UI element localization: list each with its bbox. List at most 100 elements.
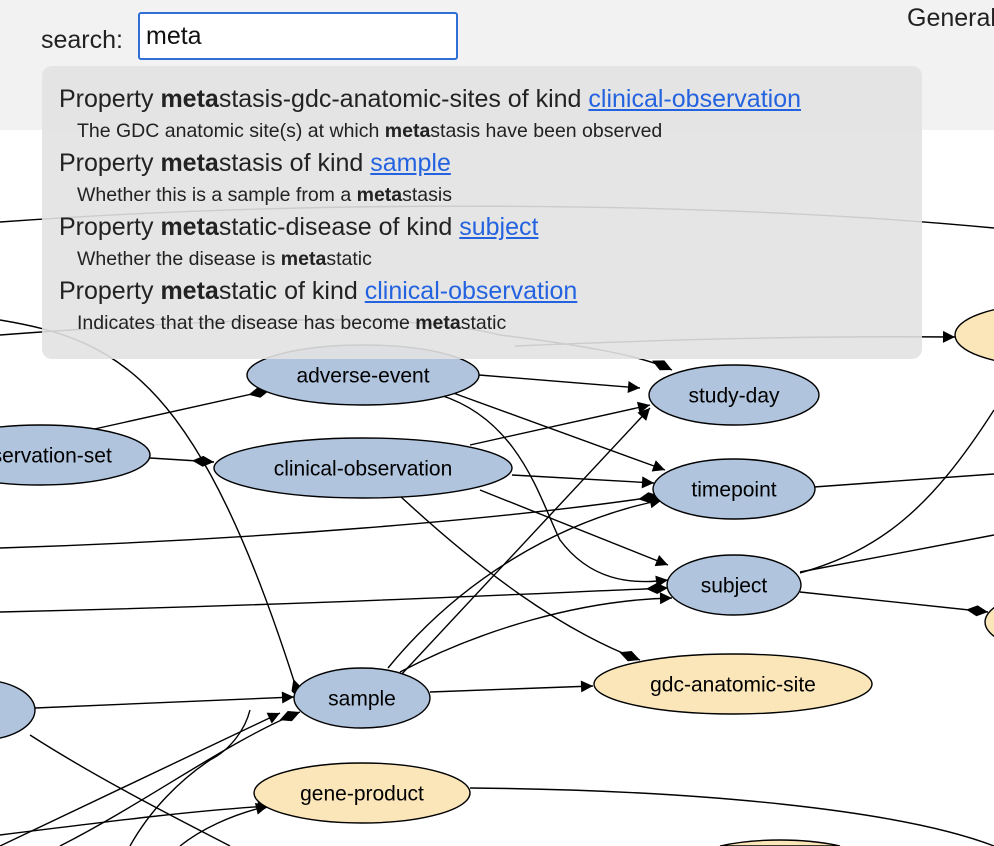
search-results-dropdown: Property metastasis-gdc-anatomic-sites o… bbox=[42, 66, 922, 359]
result-match: meta bbox=[160, 85, 219, 113]
node-shape[interactable] bbox=[648, 364, 820, 426]
graph-node-study-day[interactable]: study-day bbox=[648, 364, 820, 426]
node-shape[interactable] bbox=[213, 437, 513, 499]
graph-node-clinical-observation[interactable]: clinical-observation bbox=[213, 437, 513, 499]
graph-node-adverse-event[interactable]: adverse-event bbox=[246, 344, 480, 406]
graph-edge bbox=[129, 709, 251, 846]
node-label: study-day bbox=[688, 385, 780, 408]
graph-node-subject[interactable]: subject bbox=[666, 554, 802, 616]
graph-node-gdc-anatomic-site[interactable]: gdc-anatomic-site bbox=[593, 653, 873, 715]
result-prefix: Property bbox=[59, 149, 161, 177]
node-label: clinical-observation bbox=[274, 458, 453, 481]
node-shape[interactable] bbox=[719, 839, 841, 846]
node-label: gdc-anatomic-site bbox=[650, 674, 816, 697]
search-result[interactable]: Property metastatic-disease of kind subj… bbox=[59, 210, 922, 274]
desc-text: Indicates that the disease has become bbox=[77, 312, 416, 334]
graph-edge bbox=[0, 492, 661, 549]
graph-edge bbox=[34, 691, 295, 709]
graph-edge bbox=[799, 409, 994, 574]
node-shape[interactable] bbox=[0, 680, 36, 740]
result-kind-link[interactable]: sample bbox=[370, 149, 451, 177]
general-link[interactable]: General bbox=[907, 4, 994, 32]
node-shape[interactable] bbox=[293, 667, 431, 729]
node-label: observation-set bbox=[0, 445, 112, 468]
node-label: subject bbox=[701, 575, 768, 598]
desc-match: meta bbox=[415, 312, 461, 334]
node-label: adverse-event bbox=[296, 365, 429, 388]
graph-node-sample[interactable]: sample bbox=[293, 667, 431, 729]
result-description: Whether this is a sample from a metastas… bbox=[59, 180, 922, 210]
graph-node-mid-right[interactable] bbox=[984, 592, 994, 652]
graph-node-cell[interactable]: cell bbox=[0, 680, 36, 740]
node-label: sample bbox=[328, 688, 396, 711]
result-title: Property metastatic of kind clinical-obs… bbox=[59, 274, 922, 308]
result-kind-link[interactable]: clinical-observation bbox=[364, 277, 578, 305]
graph-edge bbox=[469, 401, 651, 446]
result-kind-text: of kind bbox=[500, 85, 589, 113]
graph-edge bbox=[0, 712, 281, 846]
graph-edge bbox=[179, 802, 269, 846]
desc-text: stasis bbox=[402, 184, 452, 206]
result-description: Whether the disease is metastatic bbox=[59, 244, 922, 274]
result-kind-text: of kind bbox=[282, 149, 371, 177]
desc-text: Whether this is a sample from a bbox=[77, 184, 357, 206]
graph-edge bbox=[478, 374, 641, 394]
graph-edge bbox=[0, 582, 669, 613]
desc-match: meta bbox=[280, 248, 327, 270]
graph-edge bbox=[399, 407, 651, 677]
graph-node-timepoint[interactable]: timepoint bbox=[652, 458, 816, 520]
graph-node-gene-product[interactable]: gene-product bbox=[253, 762, 471, 824]
result-kind-link[interactable]: subject bbox=[459, 213, 539, 241]
graph-edge bbox=[799, 591, 989, 617]
desc-text: static bbox=[460, 312, 507, 334]
graph-edge bbox=[59, 710, 301, 846]
node-shape[interactable] bbox=[593, 653, 873, 715]
node-shape[interactable] bbox=[253, 762, 471, 824]
result-kind-link[interactable]: clinical-observation bbox=[588, 85, 802, 113]
desc-text: static bbox=[326, 248, 372, 270]
result-property: stasis-gdc-anatomic-sites bbox=[218, 85, 501, 113]
result-kind-text: of kind bbox=[277, 277, 365, 305]
node-shape[interactable] bbox=[666, 554, 802, 616]
result-match: meta bbox=[160, 213, 219, 241]
node-shape[interactable] bbox=[984, 592, 994, 652]
graph-edge bbox=[0, 800, 271, 836]
graph-node-observation-set[interactable]: observation-set bbox=[0, 424, 151, 486]
node-label: gene-product bbox=[300, 783, 424, 806]
result-prefix: Property bbox=[59, 85, 161, 113]
graph-edge bbox=[387, 496, 663, 669]
result-description: Indicates that the disease has become me… bbox=[59, 308, 922, 338]
graph-node-top-right[interactable] bbox=[954, 305, 994, 365]
result-property: static-disease bbox=[218, 213, 372, 241]
graph-node-bottom[interactable] bbox=[719, 839, 841, 846]
node-shape[interactable] bbox=[652, 458, 816, 520]
search-input[interactable] bbox=[138, 12, 458, 60]
search-result[interactable]: Property metastatic of kind clinical-obs… bbox=[59, 274, 922, 338]
graph-edge bbox=[89, 387, 271, 431]
graph-edge bbox=[444, 389, 666, 472]
graph-edge bbox=[439, 394, 669, 588]
graph-edge bbox=[469, 787, 994, 846]
graph-edge bbox=[813, 473, 994, 488]
desc-match: meta bbox=[384, 120, 431, 142]
graph-edge bbox=[399, 592, 673, 673]
graph-edge bbox=[29, 734, 231, 846]
node-shape[interactable] bbox=[0, 424, 151, 486]
graph-edge bbox=[799, 534, 994, 573]
graph-nodes: adverse-event study-day observation-set cli… bbox=[0, 305, 994, 846]
search-label: search: bbox=[41, 26, 123, 54]
result-description: The GDC anatomic site(s) at which metast… bbox=[59, 116, 922, 146]
desc-match: meta bbox=[356, 184, 403, 206]
search-result[interactable]: Property metastasis-gdc-anatomic-sites o… bbox=[59, 82, 922, 146]
result-match: meta bbox=[160, 149, 219, 177]
result-kind-text: of kind bbox=[371, 213, 460, 241]
result-title: Property metastatic-disease of kind subj… bbox=[59, 210, 922, 244]
result-prefix: Property bbox=[59, 277, 161, 305]
desc-text: stasis have been observed bbox=[430, 120, 663, 142]
graph-edge bbox=[399, 495, 641, 662]
node-shape[interactable] bbox=[954, 305, 994, 365]
node-label: timepoint bbox=[691, 479, 776, 502]
desc-text: The GDC anatomic site(s) at which bbox=[77, 120, 385, 142]
